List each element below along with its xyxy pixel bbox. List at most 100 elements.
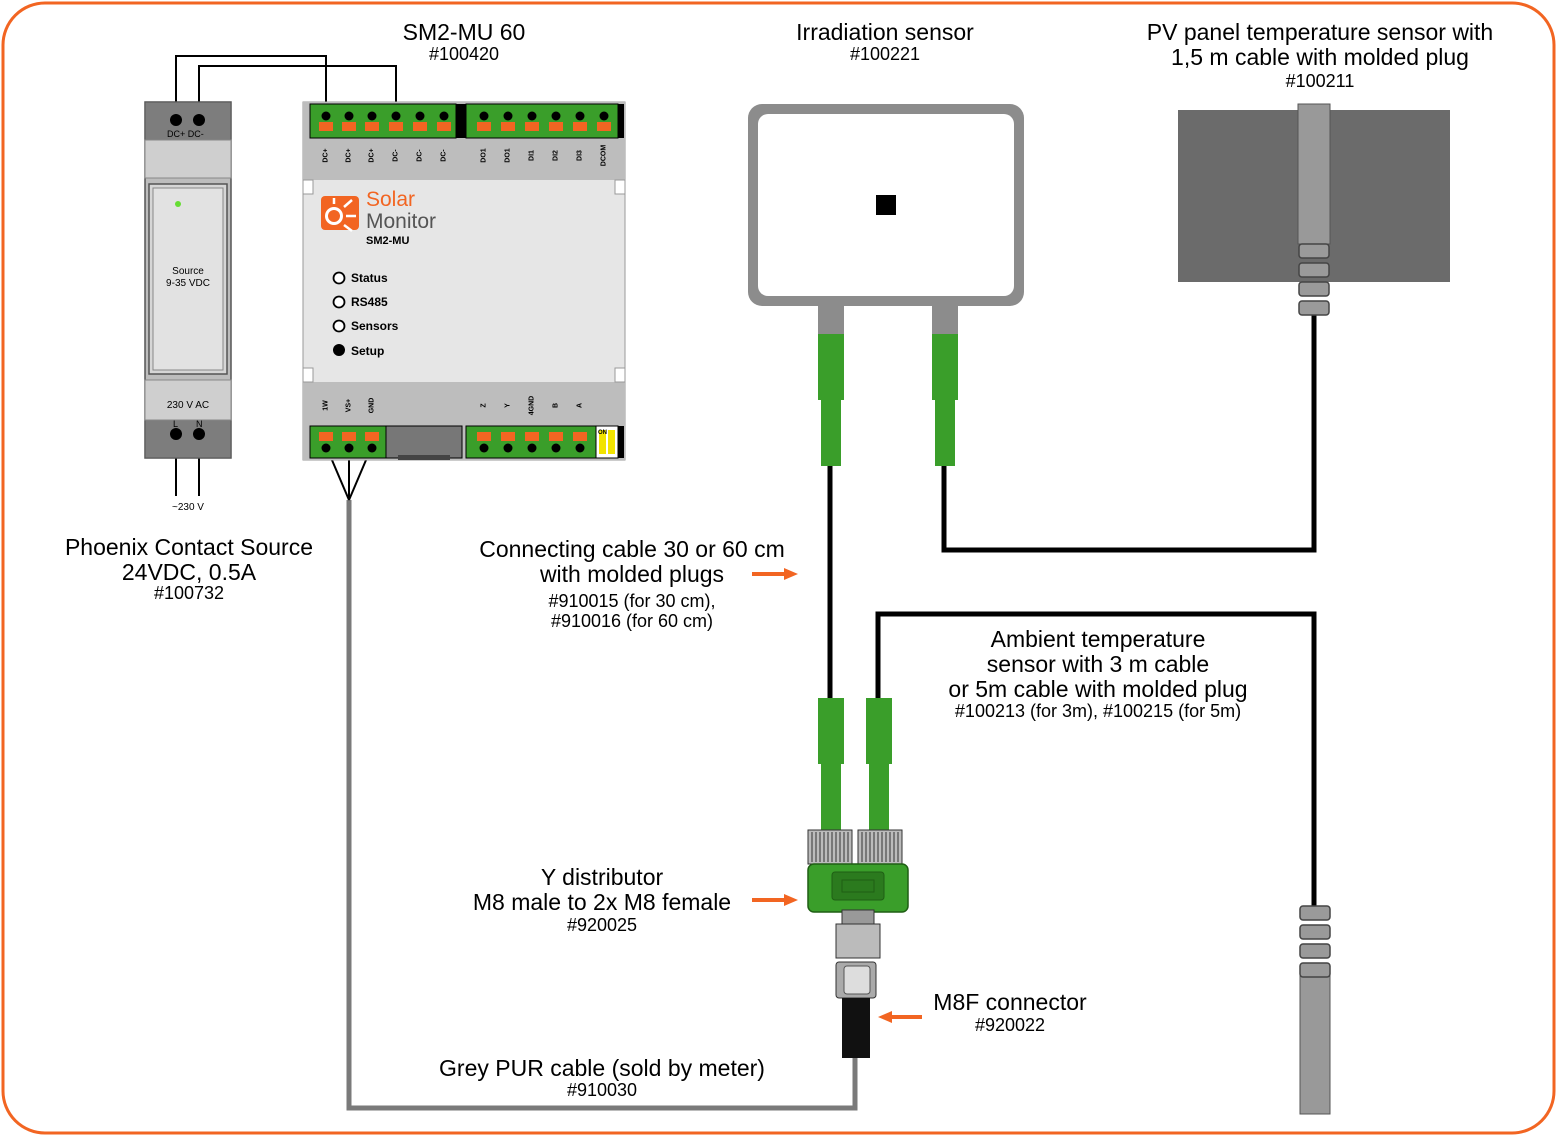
sm2mu-code: #100420 <box>428 44 500 64</box>
terminal-screw <box>415 111 425 121</box>
terminal-label: DI3 <box>576 150 584 161</box>
terminal-clamp <box>365 122 379 131</box>
terminal-clamp <box>501 432 515 441</box>
ambient-line3: or 5m cable with molded plug <box>948 676 1248 702</box>
psu-ac-label: 230 V AC <box>166 400 210 411</box>
led-setup-label: Setup <box>351 344 385 358</box>
phoenix-title-line1: Phoenix Contact Source <box>64 534 314 560</box>
switch-on-label: ON <box>598 430 607 436</box>
terminal-clamp <box>573 432 587 441</box>
terminal-label: DC- <box>440 149 448 162</box>
mains-label: ~230 V <box>172 502 204 513</box>
terminal-clamp <box>413 122 427 131</box>
terminal-screw <box>391 111 401 121</box>
connecting-cable-line4: #910016 (for 60 cm) <box>550 611 714 631</box>
psu-n-label: N <box>196 419 203 429</box>
terminal-screw <box>344 111 354 121</box>
sm2mu-title: SM2-MU 60 <box>402 19 526 45</box>
terminal-clamp <box>342 122 356 131</box>
led-sensors-label: Sensors <box>351 319 399 333</box>
terminal-screw <box>575 111 585 121</box>
brand-monitor: Monitor <box>366 210 437 233</box>
pv-code: #100211 <box>1285 71 1355 91</box>
terminal-screw <box>551 443 561 453</box>
m8f-title: M8F connector <box>933 989 1087 1015</box>
terminal-screw <box>344 443 354 453</box>
terminal-clamp <box>549 432 563 441</box>
sm2-mu-device <box>302 101 626 461</box>
sensor-ring <box>1299 962 1331 978</box>
irradiation-sensor <box>748 104 1024 466</box>
terminal-screw <box>479 443 489 453</box>
terminal-clamp <box>319 432 333 441</box>
terminal-screw <box>439 111 449 121</box>
m8f-code: #920022 <box>974 1015 1046 1035</box>
y-distributor-code: #920025 <box>566 915 638 935</box>
terminal-clamp <box>319 122 333 131</box>
y-distributor-line1: Y distributor <box>540 864 664 890</box>
device-terminal-screws <box>319 111 611 453</box>
connecting-cable-line1: Connecting cable 30 or 60 cm <box>479 536 785 562</box>
y-distributor-line2: M8 male to 2x M8 female <box>472 889 732 915</box>
terminal-label: DC- <box>416 149 424 162</box>
m8f-connector <box>835 961 877 1058</box>
terminal-clamp <box>342 432 356 441</box>
terminal-label: GND <box>368 397 376 414</box>
psu-dc-terminals: DC+ DC- <box>167 129 204 139</box>
ambient-sensor-rings <box>1299 905 1331 978</box>
irradiation-title: Irradiation sensor <box>796 19 974 45</box>
terminal-label: Z <box>480 403 488 408</box>
connecting-cable-line2: with molded plugs <box>539 561 725 587</box>
terminal-clamp <box>501 122 515 131</box>
ambient-line2: sensor with 3 m cable <box>986 651 1210 677</box>
sensor-ring <box>1299 924 1331 940</box>
grey-cable-title: Grey PUR cable (sold by meter) <box>439 1055 765 1081</box>
pv-sensor-rings <box>1298 243 1330 316</box>
connector-plugs <box>818 698 892 830</box>
brand-solar: Solar <box>366 188 416 211</box>
terminal-screw <box>551 111 561 121</box>
terminal-clamp <box>525 122 539 131</box>
terminal-screw <box>503 111 513 121</box>
terminal-label: DC+ <box>345 148 353 163</box>
terminal-clamp <box>477 432 491 441</box>
sensor-ring <box>1298 262 1330 278</box>
terminal-label: DC+ <box>368 148 376 163</box>
power-led <box>175 201 181 207</box>
terminal-screw <box>599 111 609 121</box>
device-model: SM2-MU <box>366 235 410 247</box>
terminal-screw <box>503 443 513 453</box>
ambient-line1: Ambient temperature <box>990 626 1206 652</box>
terminal-screw <box>479 111 489 121</box>
ambient-line4: #100213 (for 3m), #100215 (for 5m) <box>954 701 1242 721</box>
terminal-label: DCOM <box>600 144 608 167</box>
terminal-clamp <box>477 122 491 131</box>
led-rs485-label: RS485 <box>351 295 388 309</box>
terminal-screw <box>367 111 377 121</box>
terminal-label: DO1 <box>480 148 488 163</box>
terminal-label: B <box>552 402 560 409</box>
terminal-label: A <box>576 402 584 409</box>
sensor-ring <box>1299 943 1331 959</box>
terminal-label: DI1 <box>528 150 536 161</box>
psu-body-line2: 9-35 VDC <box>166 278 210 289</box>
led-status-label: Status <box>351 271 388 285</box>
pv-title-line2: 1,5 m cable with molded plug <box>1171 44 1469 70</box>
sensor-ring <box>1298 243 1330 259</box>
terminal-screw <box>321 111 331 121</box>
sensor-ring <box>1298 300 1330 316</box>
terminal-screw <box>367 443 377 453</box>
terminal-clamp <box>549 122 563 131</box>
terminal-label: DI2 <box>552 150 560 161</box>
pointer-arrows <box>752 568 922 1023</box>
terminal-label: VS+ <box>345 398 353 413</box>
irradiation-code: #100221 <box>849 44 921 64</box>
terminal-label: DC- <box>392 149 400 162</box>
sensor-cables <box>827 310 1317 908</box>
psu-body-line1: Source <box>172 266 204 277</box>
terminal-clamp <box>573 122 587 131</box>
terminal-clamp <box>597 122 611 131</box>
y-distributor <box>807 829 909 959</box>
